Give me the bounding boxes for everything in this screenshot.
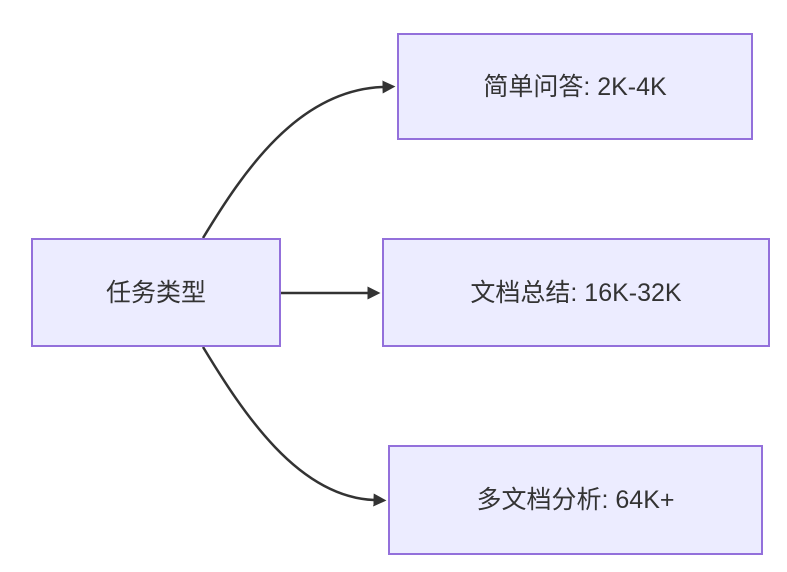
node-doc-summary-label: 文档总结: 16K-32K bbox=[470, 278, 682, 307]
node-multi-doc-label: 多文档分析: 64K+ bbox=[476, 486, 675, 514]
node-task-type: 任务类型 bbox=[31, 238, 281, 347]
node-task-type-label: 任务类型 bbox=[105, 278, 206, 307]
node-multi-doc: 多文档分析: 64K+ bbox=[388, 445, 763, 555]
node-doc-summary: 文档总结: 16K-32K bbox=[382, 238, 770, 347]
edge-task-type-to-multi-doc bbox=[201, 346, 387, 507]
node-simple-qa: 简单问答: 2K-4K bbox=[397, 33, 753, 140]
edge-task-type-to-simple-qa bbox=[201, 80, 396, 239]
node-simple-qa-label: 简单问答: 2K-4K bbox=[483, 72, 667, 101]
